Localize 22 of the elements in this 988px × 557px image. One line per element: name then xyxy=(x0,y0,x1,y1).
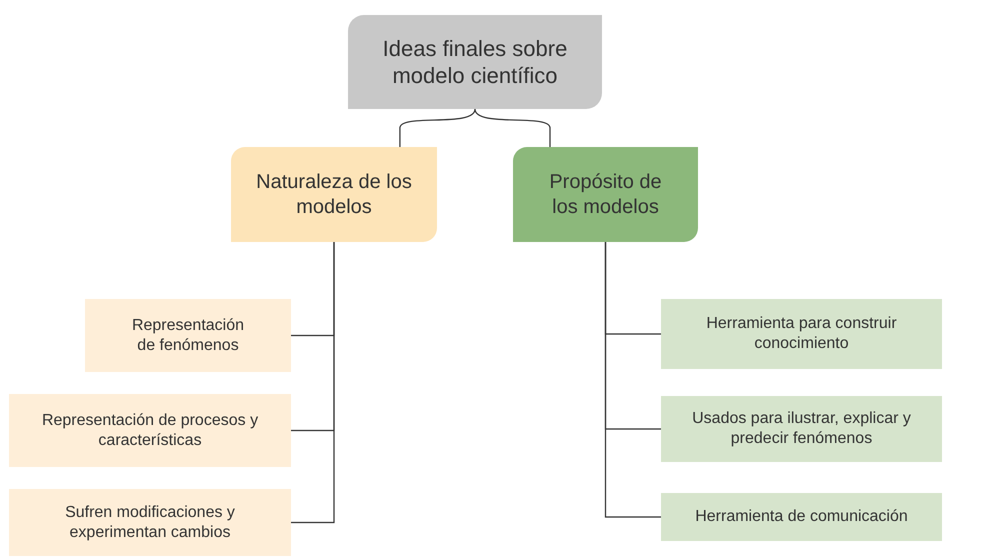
node-label: Sufren modificaciones y experimentan cambios xyxy=(64,502,236,542)
concept-box xyxy=(661,299,942,369)
node-label: Propósito de los modelos xyxy=(548,170,663,220)
concept-box xyxy=(661,493,942,541)
connector-line xyxy=(604,242,661,518)
node-label: Representación de fenómenos xyxy=(130,316,246,356)
concept-box xyxy=(9,489,291,556)
node-label: Herramienta de comunicación xyxy=(695,507,908,527)
node-label: Naturaleza de los modelos xyxy=(255,170,413,220)
node-label: Representación de procesos y características xyxy=(40,410,260,450)
node-label: Usados para ilustrar, explicar y predecir fenómenos xyxy=(691,409,912,449)
concept-box xyxy=(661,396,942,462)
concept-box xyxy=(9,394,291,467)
connector-line xyxy=(399,108,476,147)
node-label: Ideas finales sobre modelo científico xyxy=(382,34,568,90)
category-box xyxy=(513,147,698,242)
node-label: Herramienta para construir conocimiento xyxy=(705,314,898,354)
connector-line xyxy=(291,242,335,524)
category-box xyxy=(231,147,437,242)
connector-line xyxy=(474,108,551,147)
concept-box xyxy=(85,299,291,372)
title-box xyxy=(348,15,602,109)
